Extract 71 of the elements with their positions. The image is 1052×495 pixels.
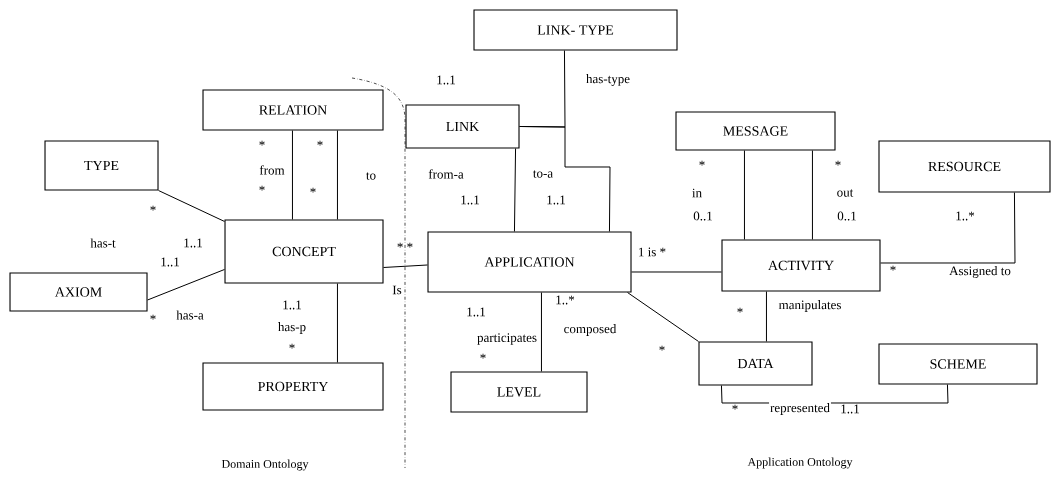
multiplicity-label: 1..1: [184, 238, 202, 248]
multiplicity-label: *: [150, 314, 156, 320]
multiplicity-label: 0..1: [693, 211, 712, 221]
connector-line: [383, 264, 428, 268]
connector-line: [631, 271, 722, 273]
edge-label: from-a: [427, 168, 465, 180]
multiplicity-label: 1..1: [161, 257, 179, 267]
multiplicity-label: 1..1: [461, 195, 479, 205]
edge-label: participates: [476, 332, 538, 346]
connector-line: [765, 291, 767, 342]
connector-line: [158, 190, 225, 222]
multiplicity-label: *: [737, 307, 743, 313]
multiplicity-label: 1..1: [841, 404, 859, 414]
connector-line: [880, 192, 1016, 264]
connector-line: [513, 148, 517, 232]
multiplicity-label: *: [259, 185, 265, 191]
connector-line: [540, 292, 542, 372]
class-box: LINK- TYPE: [473, 9, 678, 51]
multiplicity-label: *: [150, 205, 156, 211]
edge-label: in: [690, 187, 704, 199]
edge-label: to-a: [531, 169, 555, 179]
class-box: TYPE: [44, 140, 159, 191]
multiplicity-label: *: [289, 343, 295, 349]
section-label: Domain Ontology: [221, 459, 309, 471]
class-box: ACTIVITY: [721, 239, 881, 292]
multiplicity-label: *: [732, 404, 738, 410]
edge-label: composed: [562, 323, 618, 337]
class-box: DATA: [698, 341, 813, 386]
class-box: PROPERTY: [202, 362, 384, 411]
multiplicity-label: 0..1: [837, 211, 856, 221]
edge-label: to: [364, 171, 378, 181]
edge-label: Is: [391, 284, 403, 296]
edge-label: Assigned to: [948, 265, 1012, 279]
connector-line: [743, 150, 745, 240]
edge-label: has-a: [175, 309, 205, 321]
multiplicity-label: 1..1: [437, 75, 455, 85]
connector-line: [627, 292, 699, 342]
connector-line: [291, 130, 293, 220]
edge-label: out: [835, 188, 855, 198]
multiplicity-label: 1..1: [547, 195, 565, 205]
class-box: RESOURCE: [878, 140, 1051, 193]
multiplicity-label: * *: [397, 242, 413, 248]
class-box: SCHEME: [878, 343, 1038, 385]
class-box: APPLICATION: [427, 231, 632, 293]
multiplicity-label: *: [835, 160, 841, 166]
class-box: CONCEPT: [224, 219, 384, 284]
multiplicity-label: 1..*: [956, 211, 975, 221]
connector-line: [147, 269, 225, 301]
multiplicity-label: 1..1: [467, 307, 485, 317]
edge-label: manipulates: [777, 299, 843, 313]
connector-line: [519, 126, 611, 232]
edge-label: 1 is *: [636, 246, 668, 258]
edge-label: represented: [769, 402, 831, 416]
multiplicity-label: *: [480, 353, 486, 359]
multiplicity-label: *: [310, 187, 316, 193]
connector-line: [811, 150, 813, 240]
class-box: LINK: [405, 104, 520, 149]
multiplicity-label: *: [659, 345, 665, 351]
section-label: Application Ontology: [747, 457, 853, 469]
edge-label: has-type: [585, 73, 632, 87]
connector-line: [336, 283, 338, 363]
multiplicity-label: 1..1: [283, 300, 301, 310]
class-box: LEVEL: [450, 371, 588, 413]
edge-label: from: [258, 164, 286, 176]
edge-label: has-p: [276, 321, 308, 335]
multiplicity-label: *: [890, 265, 896, 271]
class-box: AXIOM: [9, 272, 148, 312]
connector-line: [336, 130, 338, 220]
class-box: MESSAGE: [675, 111, 836, 151]
edge-label: has-t: [89, 237, 117, 249]
class-box: RELATION: [202, 89, 384, 131]
